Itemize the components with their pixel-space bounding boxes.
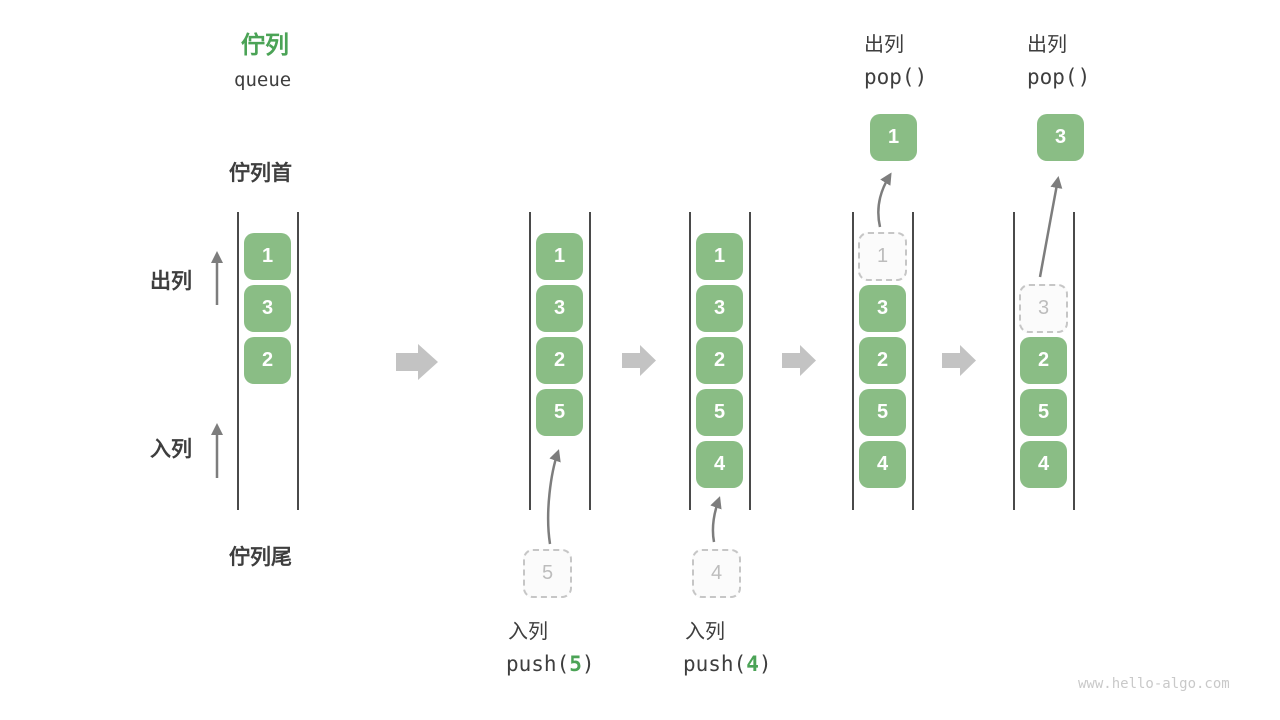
queue-element: 1 (536, 233, 583, 280)
queue-element: 1 (696, 233, 743, 280)
channel-line (529, 212, 531, 510)
enqueue-side-label: 入列 (150, 438, 192, 461)
dequeue-op-2: 出列 pop() (1027, 33, 1090, 90)
channel-line (689, 212, 691, 510)
queue-element: 3 (696, 285, 743, 332)
queue-element: 4 (859, 441, 906, 488)
enqueue-op-label: 入列 (508, 621, 548, 643)
channel-line (852, 212, 854, 510)
diagram-title: 佇列 queue (234, 32, 292, 92)
push-arg: 5 (569, 652, 582, 676)
incoming-element-ghost: 5 (523, 549, 572, 598)
incoming-element-ghost: 4 (692, 549, 741, 598)
title-en: queue (234, 69, 292, 92)
dequeue-op-label: 出列 (1027, 34, 1067, 56)
channel-line (297, 212, 299, 510)
dequeue-op-code: pop() (1027, 65, 1091, 89)
dequeue-side-label: 出列 (150, 270, 192, 293)
pop-3-arrow-icon (1038, 176, 1063, 278)
enqueue-op-label: 入列 (685, 621, 725, 643)
channel-line (749, 212, 751, 510)
queue-rear-label: 佇列尾 (229, 546, 292, 569)
channel-line (589, 212, 591, 510)
popped-element: 1 (870, 114, 917, 161)
queue-element: 5 (859, 389, 906, 436)
queue-element: 3 (536, 285, 583, 332)
dequeue-op-label: 出列 (864, 34, 904, 56)
enqueue-op-code: push(4) (683, 652, 772, 676)
queue-element: 3 (859, 285, 906, 332)
queue-element: 2 (244, 337, 291, 384)
queue-element: 3 (244, 285, 291, 332)
state-transition-arrow-icon (622, 345, 656, 376)
title-zh: 佇列 (241, 32, 289, 59)
queue-element: 5 (536, 389, 583, 436)
queue-element: 2 (859, 337, 906, 384)
pop-1-arrow-icon (877, 172, 892, 228)
removed-element-ghost: 3 (1019, 284, 1068, 333)
dequeue-op-code: pop() (864, 65, 928, 89)
state-transition-arrow-icon (782, 345, 816, 376)
removed-element-ghost: 1 (858, 232, 907, 281)
enqueue-op-1: 入列 push(5) (506, 620, 595, 677)
state-transition-arrow-icon (396, 344, 438, 380)
queue-element: 5 (1020, 389, 1067, 436)
push-5-arrow-icon (546, 449, 561, 545)
channel-line (237, 212, 239, 510)
queue-element: 2 (696, 337, 743, 384)
enqueue-op-2: 入列 push(4) (683, 620, 772, 677)
queue-element: 2 (536, 337, 583, 384)
popped-element: 3 (1037, 114, 1084, 161)
queue-front-label: 佇列首 (229, 162, 292, 185)
queue-element: 5 (696, 389, 743, 436)
channel-line (1073, 212, 1075, 510)
enqueue-op-code: push(5) (506, 652, 595, 676)
queue-element: 4 (696, 441, 743, 488)
queue-element: 4 (1020, 441, 1067, 488)
watermark: www.hello-algo.com (1078, 676, 1230, 692)
channel-line (1013, 212, 1015, 510)
queue-element: 2 (1020, 337, 1067, 384)
dequeue-op-1: 出列 pop() (864, 33, 927, 90)
state-transition-arrow-icon (942, 345, 976, 376)
queue-element: 1 (244, 233, 291, 280)
push-4-arrow-icon (710, 496, 722, 543)
channel-line (912, 212, 914, 510)
push-arg: 4 (746, 652, 759, 676)
